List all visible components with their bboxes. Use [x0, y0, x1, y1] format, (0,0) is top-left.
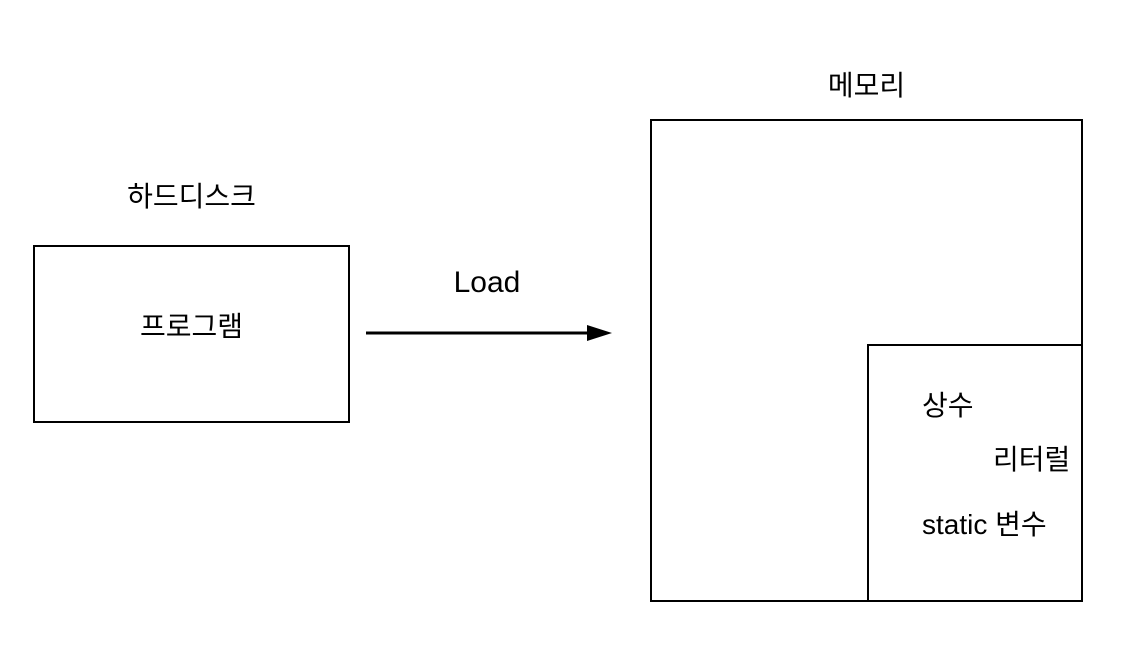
hard-disk-title: 하드디스크: [127, 181, 256, 212]
hard-disk-box: 프로그램: [33, 245, 350, 423]
constant-label: 상수: [922, 390, 974, 421]
load-arrow: [366, 325, 612, 341]
load-label: Load: [453, 266, 521, 299]
program-label: 프로그램: [139, 311, 244, 342]
literal-label: 리터럴: [993, 444, 1071, 475]
memory-title: 메모리: [827, 70, 906, 101]
static-area-box: 상수 리터럴 static 변수: [867, 344, 1081, 600]
static-variable-label: static 변수: [922, 509, 1047, 540]
arrow-head: [587, 325, 612, 341]
memory-box: 상수 리터럴 static 변수: [650, 119, 1083, 602]
